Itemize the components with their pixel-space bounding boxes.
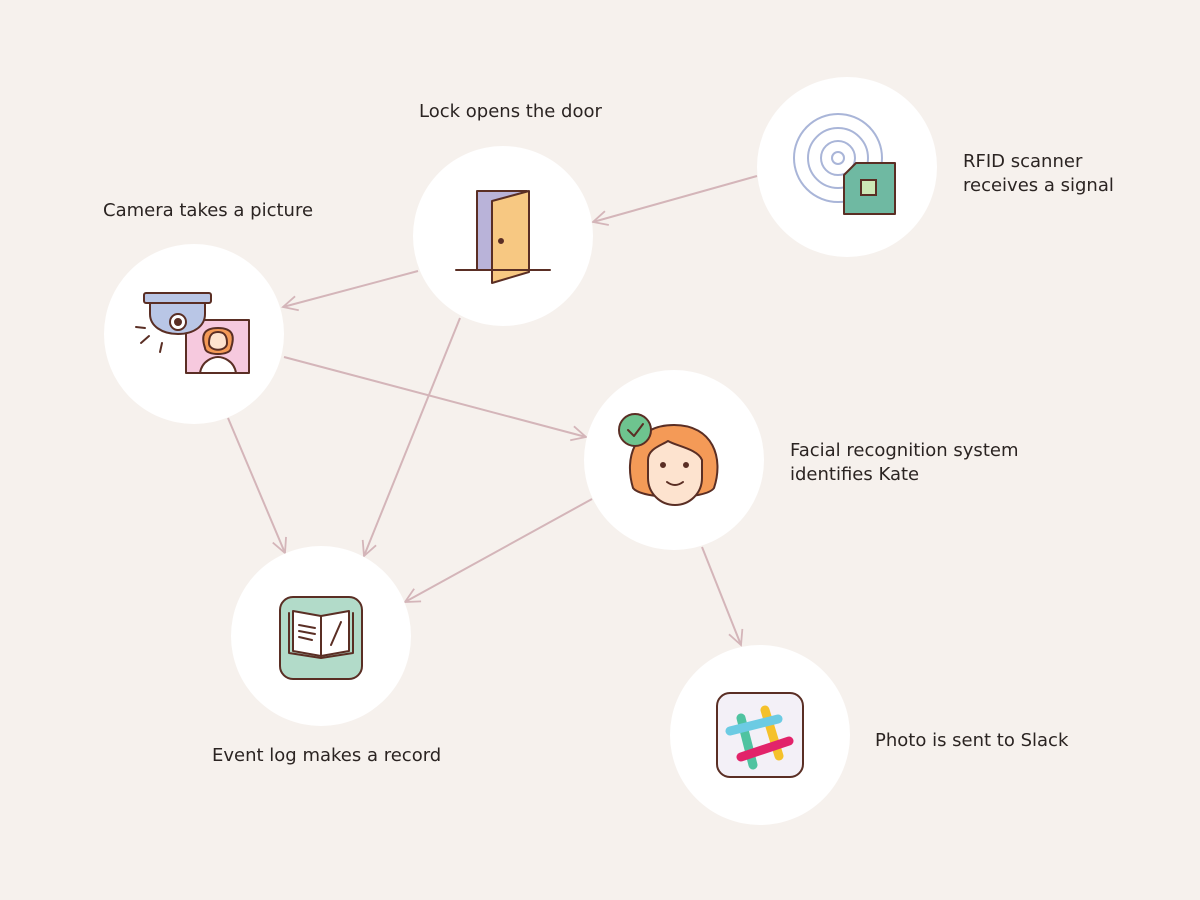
rfid-label: RFID scanner receives a signal [963,150,1114,198]
face-label-line2: identifies Kate [790,464,920,485]
edge-lock-to-camera [283,270,419,307]
slack-icon [716,692,804,778]
node-rfid [757,77,937,257]
face-check-icon [618,413,719,506]
edge-face-to-log [405,498,593,602]
camera-label: Camera takes a picture [103,200,314,221]
rfid-label-line1: RFID scanner [963,151,1083,172]
edge-lock-to-log [364,317,461,556]
edge-rfid-to-lock [593,175,758,222]
edge-camera-to-log [227,417,285,553]
face-label: Facial recognition system identifies Kat… [790,439,1018,487]
slack-label: Photo is sent to Slack [875,730,1069,751]
book-icon [279,596,363,680]
edges [227,175,758,645]
rfid-label-line2: receives a signal [963,175,1114,196]
face-label-line1: Facial recognition system [790,440,1019,461]
lock-label: Lock opens the door [419,101,602,122]
security-camera-icon [135,292,250,374]
rfid-chip-icon [793,113,896,215]
edge-face-to-slack [701,546,741,645]
door-icon [455,190,551,284]
log-label: Event log makes a record [212,745,442,766]
edge-camera-to-face [283,356,586,437]
